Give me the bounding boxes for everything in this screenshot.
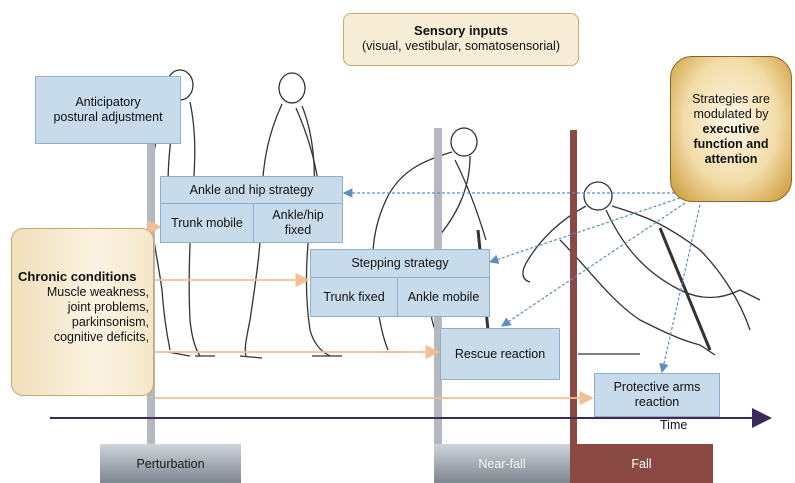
executive-bold-1: executive (702, 122, 760, 136)
ankle-mobile-label: Ankle mobile (407, 289, 480, 304)
chronic-item: cognitive deficits, (53, 330, 149, 344)
rescue-reaction-box: Rescue reaction (440, 328, 560, 380)
sensory-inputs-subtitle: (visual, vestibular, somatosensorial) (362, 39, 560, 53)
ankle-hip-strategy-title: Ankle and hip strategy (189, 182, 314, 197)
fall-bar (570, 130, 577, 444)
executive-bold-2: function and (693, 137, 769, 151)
anticipatory-line-1: Anticipatory (75, 95, 141, 109)
chronic-arrows (147, 219, 594, 406)
near-fall-phase-label: Near-fall (434, 444, 570, 483)
anticipatory-line-2: postural adjustment (53, 110, 163, 124)
executive-bold-3: attention (704, 152, 758, 166)
executive-line-2: modulated by (693, 107, 769, 121)
stepping-strategy-title: Stepping strategy (351, 256, 449, 270)
trunk-fixed-label: Trunk fixed (323, 289, 385, 304)
time-axis-label: Time (660, 418, 688, 432)
perturbation-phase-text: Perturbation (136, 456, 205, 471)
chronic-item: parkinsonism, (71, 315, 149, 329)
bent-figure-with-cane (372, 127, 490, 353)
sensory-inputs-title: Sensory inputs (414, 23, 508, 38)
rescue-reaction-label: Rescue reaction (454, 346, 546, 361)
ankle-hip-strategy-box: Ankle and hip strategy (160, 176, 343, 204)
chronic-item: Muscle weakness, (46, 285, 149, 299)
protective-arms-line-1: Protective arms (613, 380, 701, 394)
sensory-inputs-box: Sensory inputs (visual, vestibular, soma… (343, 13, 579, 66)
near-fall-phase-text: Near-fall (478, 456, 526, 471)
ankle-mobile-box: Ankle mobile (397, 277, 490, 317)
stepping-strategy-box: Stepping strategy (310, 249, 490, 278)
protective-arms-box: Protective arms reaction (594, 373, 720, 417)
executive-arrows (342, 188, 701, 374)
perturbation-phase-label: Perturbation (100, 444, 241, 483)
falling-figure (522, 181, 761, 356)
ankle-hip-fixed-box: Ankle/hip fixed (253, 203, 343, 243)
standing-figure-2 (239, 72, 342, 359)
ankle-hip-fixed-line-2: fixed (284, 223, 312, 237)
trunk-fixed-box: Trunk fixed (310, 277, 398, 317)
trunk-mobile-label: Trunk mobile (171, 215, 243, 230)
ankle-hip-fixed-line-1: Ankle/hip (272, 208, 324, 222)
fall-phase-label: Fall (570, 444, 713, 483)
fall-phase-text: Fall (631, 456, 652, 471)
chronic-conditions-box: Chronic conditions Muscle weakness, join… (11, 228, 154, 396)
protective-arms-line-2: reaction (634, 395, 680, 409)
trunk-mobile-box: Trunk mobile (160, 203, 254, 243)
executive-line-1: Strategies are (692, 92, 770, 106)
anticipatory-adjustment-box: Anticipatory postural adjustment (35, 76, 181, 144)
chronic-item: joint problems, (67, 300, 149, 314)
executive-function-box: Strategies are modulated by executive fu… (670, 56, 792, 202)
chronic-conditions-title: Chronic conditions (18, 269, 137, 284)
